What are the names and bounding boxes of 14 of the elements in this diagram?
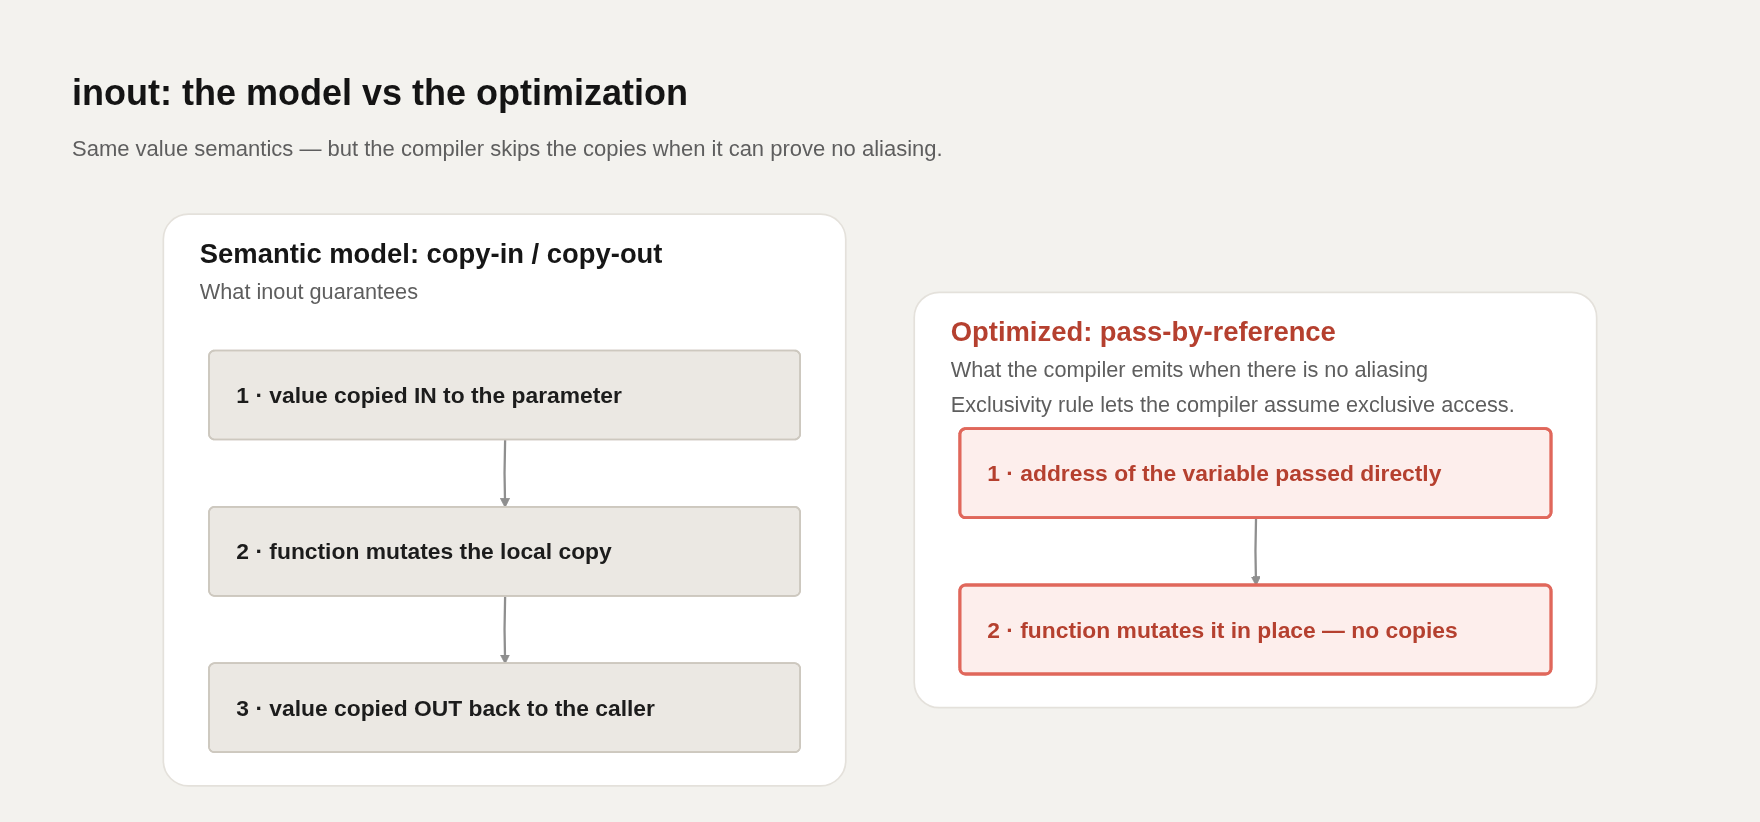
diagram-title: inout: the model vs the optimization <box>72 72 688 114</box>
panel-subtitle: What inout guarantees <box>199 279 419 304</box>
panel-heading: Semantic model: copy-in / copy-out <box>199 238 663 269</box>
step-box: 2 · function mutates the local copy <box>208 506 801 597</box>
step-box: 1 · address of the variable passed directly <box>958 427 1553 520</box>
arrow <box>499 596 510 665</box>
panel-heading: Optimized: pass-by-reference <box>950 316 1336 348</box>
subtitle-text: Same value semantics — but the compiler skips the copies when it can prove no aliasing. <box>72 136 943 162</box>
panel-subtitle: Exclusivity rule lets the compiler assume exclusive access. <box>950 392 1515 417</box>
step-box: 2 · function mutates it in place — no copies <box>958 583 1553 676</box>
panel-subtitle: What the compiler emits when there is no aliasing <box>950 357 1428 382</box>
step-box: 3 · value copied OUT back to the caller <box>208 662 801 754</box>
step-box: 1 · value copied IN to the parameter <box>208 349 801 441</box>
arrow <box>499 440 510 508</box>
